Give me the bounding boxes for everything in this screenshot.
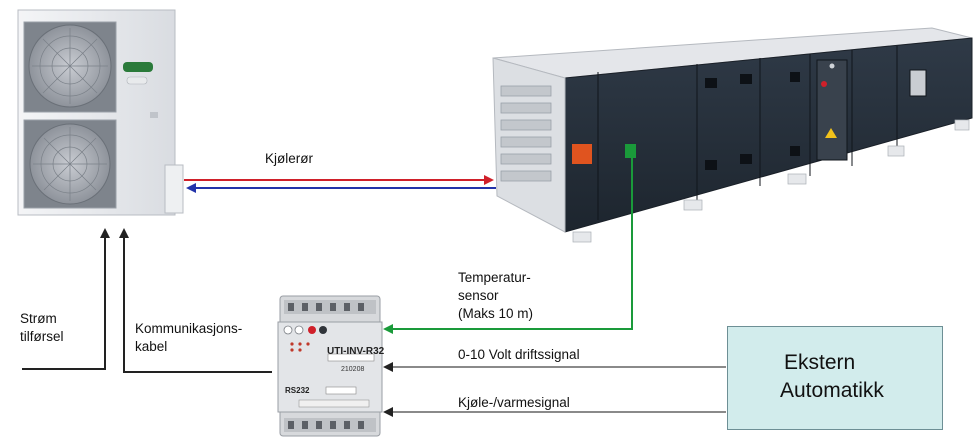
interface-module	[277, 295, 383, 437]
module-model-label: UTI-INV-R32	[327, 346, 385, 357]
power-supply-label-2: tilførsel	[20, 329, 64, 344]
temperature-sensor-label-2: sensor	[458, 288, 499, 303]
power-supply-line	[22, 228, 110, 370]
operating-signal-label: 0-10 Volt driftssignal	[458, 347, 580, 362]
cooling-heating-signal-label: Kjøle-/varmesignal	[458, 395, 570, 410]
refrigerant-pipe-label: Kjølerør	[265, 151, 313, 166]
communication-cable-label-1: Kommunikasjons-	[135, 321, 243, 336]
communication-cable-line	[119, 228, 272, 373]
external-automation-label-2: Automatikk	[780, 379, 884, 402]
external-automation-box: Ekstern Automatikk	[727, 326, 943, 430]
module-serial-label: 210208	[341, 366, 365, 373]
air-handling-unit	[492, 27, 973, 243]
sensor-line	[383, 156, 633, 334]
communication-cable-label-2: kabel	[135, 339, 168, 354]
outdoor-unit	[17, 9, 184, 216]
temperature-sensor-label-1: Temperatur-	[458, 270, 531, 285]
power-supply-label-1: Strøm	[20, 311, 57, 326]
temperature-sensor-label-3: (Maks 10 m)	[458, 306, 534, 321]
module-port-label: RS232	[285, 386, 310, 395]
external-automation-label-1: Ekstern	[784, 351, 856, 374]
